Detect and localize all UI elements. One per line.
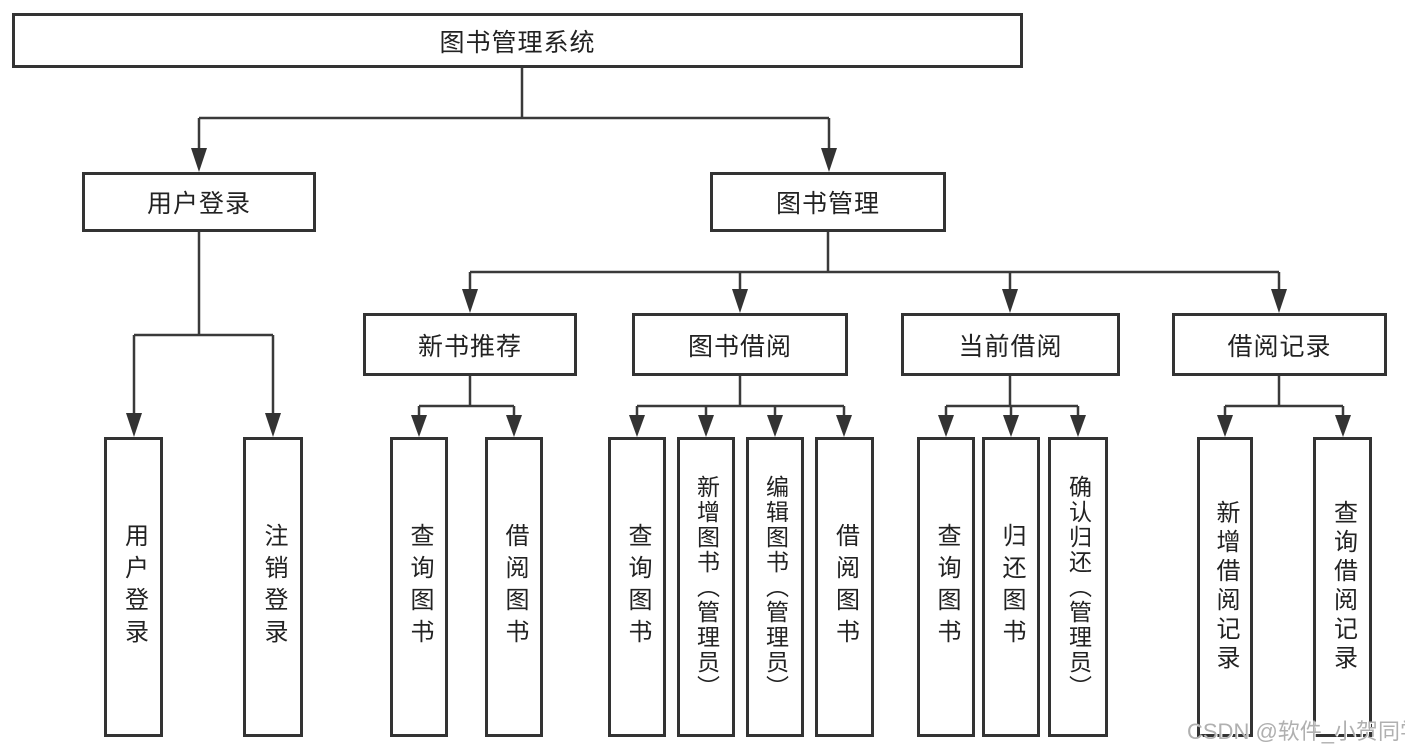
leaf-query-book-3: 查询图书 bbox=[917, 437, 975, 737]
leaf-label: 编辑图书（管理员） bbox=[762, 474, 789, 700]
connector-records-to-leaves bbox=[1217, 376, 1351, 437]
node-current-borrow: 当前借阅 bbox=[901, 313, 1120, 376]
leaf-label: 查询图书 bbox=[624, 523, 651, 651]
connector-root-to-level2 bbox=[191, 68, 837, 172]
connector-book-borrow-to-leaves bbox=[629, 376, 852, 437]
node-label: 图书管理系统 bbox=[439, 28, 596, 57]
leaf-label: 归还图书 bbox=[998, 523, 1025, 651]
leaf-edit-book-admin: 编辑图书（管理员） bbox=[746, 437, 804, 737]
node-label: 图书管理 bbox=[775, 190, 880, 218]
leaf-query-book-1: 查询图书 bbox=[390, 437, 448, 737]
leaf-label: 查询借阅记录 bbox=[1329, 500, 1357, 674]
node-label: 新书推荐 bbox=[417, 332, 522, 361]
node-user-login: 用户登录 bbox=[82, 172, 316, 232]
node-label: 当前借阅 bbox=[958, 332, 1063, 361]
leaf-add-borrow-record: 新增借阅记录 bbox=[1197, 437, 1253, 737]
node-label: 用户登录 bbox=[146, 190, 251, 218]
leaf-borrow-book-2: 借阅图书 bbox=[815, 437, 874, 737]
node-label: 图书借阅 bbox=[687, 332, 792, 361]
leaf-label: 新增图书（管理员） bbox=[693, 474, 720, 700]
leaf-label: 借阅图书 bbox=[831, 523, 859, 651]
connector-new-rec-to-leaves bbox=[411, 376, 522, 437]
connector-user-login-to-leaves bbox=[126, 232, 281, 437]
leaf-label: 注销登录 bbox=[260, 523, 287, 651]
leaf-query-book-2: 查询图书 bbox=[608, 437, 666, 737]
node-book-borrow: 图书借阅 bbox=[632, 313, 848, 376]
leaf-user-login: 用户登录 bbox=[104, 437, 163, 737]
leaf-borrow-book-1: 借阅图书 bbox=[485, 437, 543, 737]
leaf-query-borrow-record: 查询借阅记录 bbox=[1313, 437, 1372, 737]
node-new-book-recommend: 新书推荐 bbox=[363, 313, 577, 376]
leaf-logout: 注销登录 bbox=[243, 437, 303, 737]
connector-current-to-leaves bbox=[938, 376, 1086, 437]
leaf-return-book: 归还图书 bbox=[982, 437, 1040, 737]
csdn-watermark: CSDN @软件_小贺同学 bbox=[1187, 719, 1405, 744]
leaf-label: 用户登录 bbox=[120, 523, 148, 651]
leaf-label: 查询图书 bbox=[406, 523, 433, 651]
leaf-label: 确认归还（管理员） bbox=[1065, 474, 1092, 700]
connector-book-mgmt-to-level3 bbox=[462, 232, 1287, 313]
leaf-label: 查询图书 bbox=[933, 523, 960, 651]
leaf-label: 新增借阅记录 bbox=[1212, 500, 1239, 674]
node-label: 借阅记录 bbox=[1227, 332, 1332, 361]
node-root-system: 图书管理系统 bbox=[12, 13, 1023, 68]
node-borrow-records: 借阅记录 bbox=[1172, 313, 1387, 376]
leaf-label: 借阅图书 bbox=[501, 523, 528, 651]
leaf-add-book-admin: 新增图书（管理员） bbox=[677, 437, 735, 737]
leaf-confirm-return-admin: 确认归还（管理员） bbox=[1048, 437, 1108, 737]
node-book-management: 图书管理 bbox=[710, 172, 946, 232]
